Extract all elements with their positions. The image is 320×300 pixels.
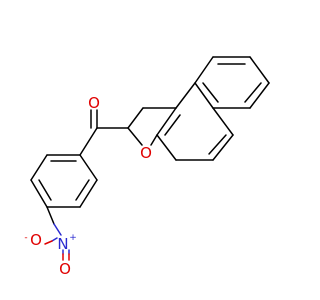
bond (79, 179, 98, 208)
bond (38, 179, 52, 201)
bond (75, 179, 90, 201)
bond (156, 134, 177, 161)
bond (156, 107, 177, 136)
bond (53, 223, 62, 236)
nitro-oxygen-double-label: O (59, 260, 71, 278)
bond (30, 179, 48, 208)
ring-oxygen-label: O (140, 144, 152, 162)
bond (46, 206, 55, 225)
bond (79, 127, 98, 156)
bond (202, 82, 219, 103)
bond (212, 107, 234, 136)
bond (164, 114, 181, 136)
bond (208, 134, 227, 155)
carbonyl-oxygen-label: O (88, 94, 100, 112)
nitrogen-charge-label: + (69, 233, 77, 243)
bond (127, 107, 144, 129)
molecule-structure-diagram: O O N + O - O (24, 56, 270, 278)
bond (44, 240, 53, 245)
bond (194, 82, 214, 109)
bond (51, 237, 58, 242)
nitro-nitrogen-label: N (57, 235, 68, 253)
bonds (30, 56, 270, 261)
bond (30, 154, 48, 181)
bond (212, 134, 234, 161)
bond (150, 134, 158, 146)
bond (194, 56, 214, 84)
atom-labels: O O N + O - O (24, 94, 152, 278)
bond (79, 154, 98, 181)
bond (175, 82, 196, 109)
bond (244, 82, 262, 103)
oxygen-charge-label: - (24, 233, 27, 243)
nitro-oxygen-minus-label: O (30, 231, 42, 249)
bond (249, 56, 270, 84)
bond (249, 82, 270, 109)
bond (127, 127, 143, 146)
